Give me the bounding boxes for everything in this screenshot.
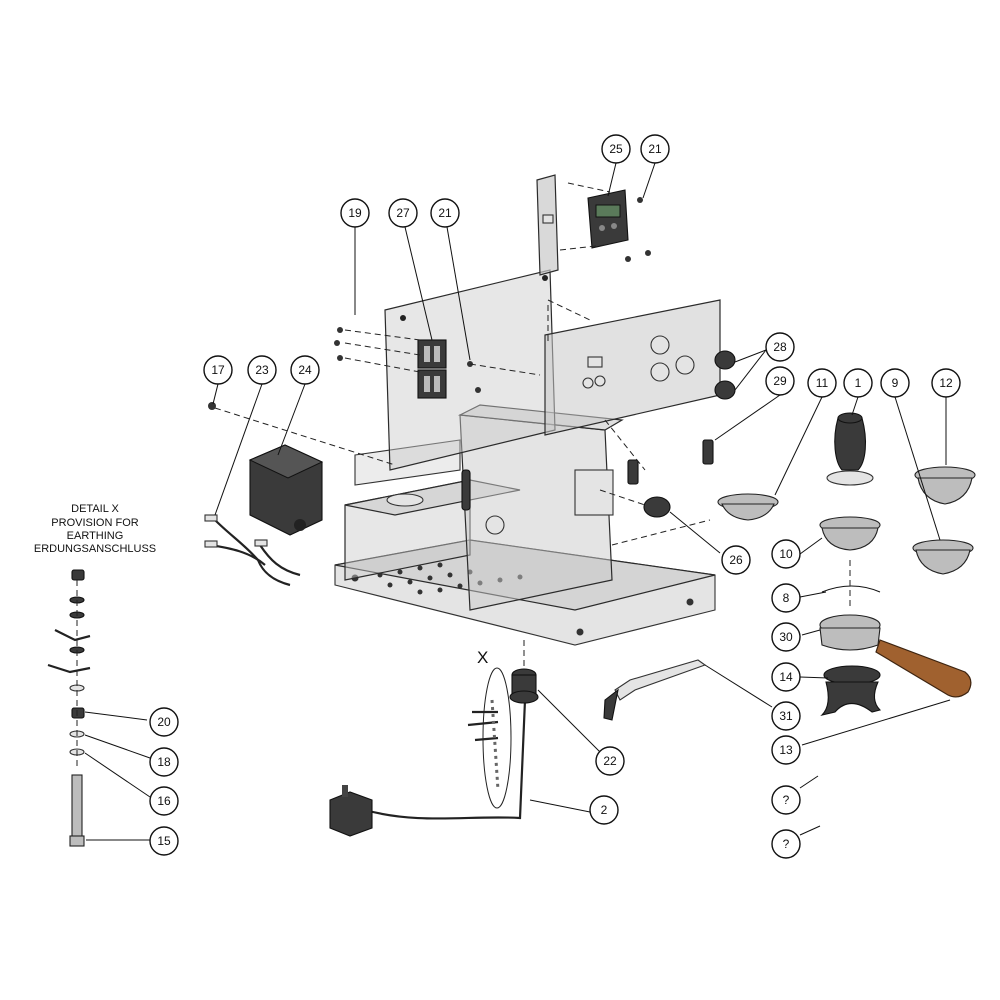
svg-text:18: 18 xyxy=(157,755,171,769)
callout-30: 30 xyxy=(771,622,801,652)
callout-21-right: 21 xyxy=(640,134,670,164)
svg-text:8: 8 xyxy=(783,591,790,605)
svg-text:28: 28 xyxy=(773,340,787,354)
callout-2: 2 xyxy=(589,795,619,825)
switches xyxy=(417,339,447,399)
display-bracket xyxy=(536,174,559,276)
display-module xyxy=(587,189,629,249)
callout-unknown-1: ? xyxy=(771,785,801,815)
svg-text:30: 30 xyxy=(779,630,793,644)
svg-text:13: 13 xyxy=(779,743,793,757)
svg-text:10: 10 xyxy=(779,547,793,561)
detail-marker-x: X xyxy=(477,648,489,667)
tamper xyxy=(826,412,874,486)
callout-24: 24 xyxy=(290,355,320,385)
svg-text:15: 15 xyxy=(157,834,171,848)
detail-x-line2: PROVISION FOR xyxy=(51,517,139,529)
callout-31: 31 xyxy=(771,701,801,731)
svg-text:11: 11 xyxy=(816,376,829,390)
svg-text:21: 21 xyxy=(438,206,452,220)
callout-11: 11 xyxy=(807,368,837,398)
basket-11 xyxy=(717,493,779,521)
spring-clip xyxy=(821,585,881,593)
wiring-harness xyxy=(204,514,301,587)
svg-text:22: 22 xyxy=(603,754,617,768)
svg-text:17: 17 xyxy=(211,363,225,377)
steam-wand xyxy=(603,659,707,721)
callout-unknown-2: ? xyxy=(771,829,801,859)
svg-text:29: 29 xyxy=(773,374,787,388)
basket-12 xyxy=(914,466,976,505)
callout-9: 9 xyxy=(880,368,910,398)
callout-22: 22 xyxy=(595,746,625,776)
control-panel xyxy=(544,299,721,436)
svg-text:25: 25 xyxy=(609,142,623,156)
frame-upright xyxy=(354,404,624,611)
callout-23: 23 xyxy=(247,355,277,385)
callout-12: 12 xyxy=(931,368,961,398)
svg-text:20: 20 xyxy=(157,715,171,729)
svg-text:19: 19 xyxy=(348,206,362,220)
svg-text:1: 1 xyxy=(855,376,862,390)
svg-text:21: 21 xyxy=(648,142,662,156)
screws xyxy=(208,197,651,410)
svg-text:24: 24 xyxy=(298,363,312,377)
svg-text:2: 2 xyxy=(601,803,608,817)
callout-18: 18 xyxy=(149,747,179,777)
svg-text:12: 12 xyxy=(939,376,953,390)
callout-26: 26 xyxy=(721,545,751,575)
svg-text:23: 23 xyxy=(255,363,269,377)
spout xyxy=(820,665,882,716)
callout-8: 8 xyxy=(771,583,801,613)
svg-text:31: 31 xyxy=(779,709,793,723)
callout-16: 16 xyxy=(149,786,179,816)
callout-10: 10 xyxy=(771,539,801,569)
callout-14: 14 xyxy=(771,662,801,692)
leader-lines xyxy=(84,162,951,841)
callout-28: 28 xyxy=(765,332,795,362)
svg-text:?: ? xyxy=(783,837,790,851)
cable-grommet xyxy=(509,668,539,704)
fittings xyxy=(627,439,714,518)
portafilter xyxy=(819,614,972,698)
svg-text:26: 26 xyxy=(729,553,743,567)
callout-19: 19 xyxy=(340,198,370,228)
svg-text:16: 16 xyxy=(157,794,171,808)
control-box xyxy=(248,444,324,536)
callout-20: 20 xyxy=(149,707,179,737)
svg-text:14: 14 xyxy=(779,670,793,684)
callout-27: 27 xyxy=(388,198,418,228)
knobs xyxy=(714,350,736,400)
detail-x-line3: EARTHING xyxy=(66,530,124,542)
detail-x-line4: ERDUNGSANSCHLUSS xyxy=(33,543,157,555)
callout-17: 17 xyxy=(203,355,233,385)
detail-x-title: DETAIL X xyxy=(71,503,119,515)
svg-text:27: 27 xyxy=(396,206,410,220)
callout-13: 13 xyxy=(771,735,801,765)
svg-text:9: 9 xyxy=(892,376,899,390)
callout-21-left: 21 xyxy=(430,198,460,228)
callout-25: 25 xyxy=(601,134,631,164)
assembly-lines xyxy=(76,182,851,770)
callout-29: 29 xyxy=(765,366,795,396)
basket-9 xyxy=(912,539,974,575)
callout-1: 1 xyxy=(843,368,873,398)
detail-x-outline xyxy=(467,667,512,809)
power-cord xyxy=(329,699,527,837)
svg-text:?: ? xyxy=(783,793,790,807)
detail-x-parts xyxy=(47,569,91,847)
basket-10 xyxy=(819,516,881,551)
callout-15: 15 xyxy=(149,826,179,856)
